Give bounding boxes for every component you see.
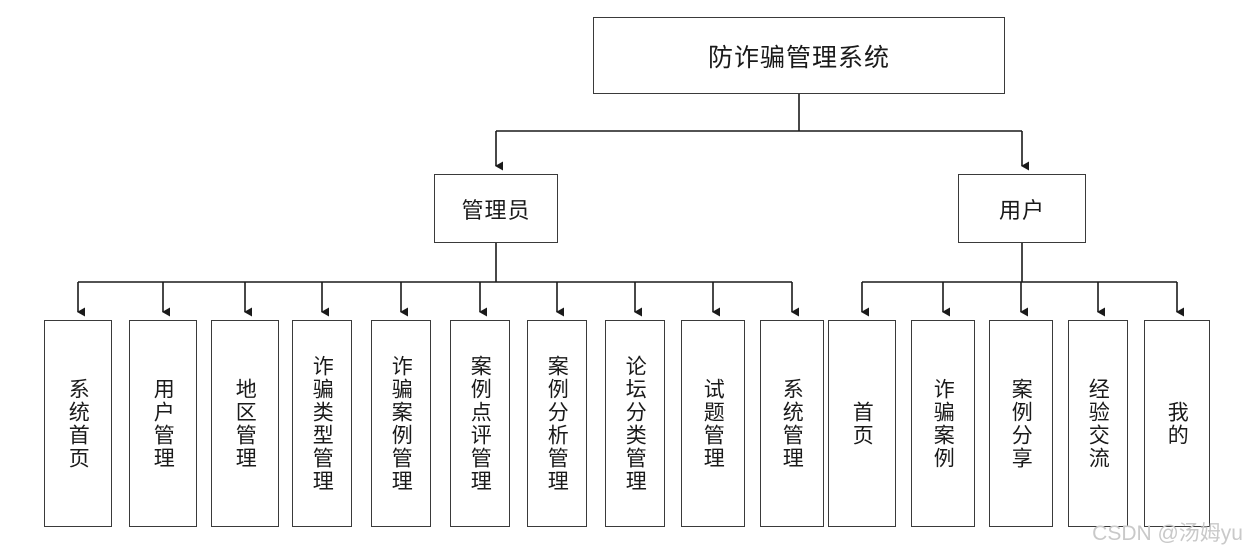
node-label: 论坛分类管理 xyxy=(623,354,648,493)
node-label: 我的 xyxy=(1165,400,1190,447)
node-user-leaf-case-sharing[interactable]: 案例分享 xyxy=(989,320,1053,527)
node-user-leaf-home[interactable]: 首页 xyxy=(828,320,896,527)
node-label: 诈骗类型管理 xyxy=(310,354,335,493)
node-label: 案例分析管理 xyxy=(545,354,570,493)
node-user-leaf-fraud-cases[interactable]: 诈骗案例 xyxy=(911,320,975,527)
node-admin-leaf-user-management[interactable]: 用户管理 xyxy=(129,320,197,527)
node-label: 案例点评管理 xyxy=(468,354,493,493)
node-admin-leaf-fraud-case-management[interactable]: 诈骗案例管理 xyxy=(371,320,431,527)
node-root[interactable]: 防诈骗管理系统 xyxy=(593,17,1005,94)
node-user-leaf-mine[interactable]: 我的 xyxy=(1144,320,1210,527)
node-admin-leaf-system-management[interactable]: 系统管理 xyxy=(760,320,824,527)
node-label: 经验交流 xyxy=(1086,377,1111,470)
node-user-leaf-experience-exchange[interactable]: 经验交流 xyxy=(1068,320,1128,527)
node-label: 诈骗案例 xyxy=(931,377,956,470)
node-user-label: 用户 xyxy=(998,197,1045,223)
node-admin-leaf-exam-question-management[interactable]: 试题管理 xyxy=(681,320,745,527)
node-label: 诈骗案例管理 xyxy=(389,354,414,493)
node-user[interactable]: 用户 xyxy=(958,174,1086,243)
node-label: 地区管理 xyxy=(233,377,258,470)
node-admin[interactable]: 管理员 xyxy=(434,174,558,243)
node-label: 用户管理 xyxy=(151,377,176,470)
watermark: CSDN @汤姆yu xyxy=(1092,522,1243,545)
node-admin-leaf-region-management[interactable]: 地区管理 xyxy=(211,320,279,527)
node-label: 案例分享 xyxy=(1009,377,1034,470)
node-root-label: 防诈骗管理系统 xyxy=(707,44,890,72)
node-label: 系统管理 xyxy=(780,377,805,470)
node-label: 首页 xyxy=(850,400,875,447)
node-label: 试题管理 xyxy=(701,377,726,470)
node-admin-leaf-case-analysis-management[interactable]: 案例分析管理 xyxy=(527,320,587,527)
node-admin-leaf-system-home[interactable]: 系统首页 xyxy=(44,320,112,527)
node-admin-leaf-forum-category-management[interactable]: 论坛分类管理 xyxy=(605,320,665,527)
node-admin-leaf-fraud-type-management[interactable]: 诈骗类型管理 xyxy=(292,320,352,527)
node-label: 系统首页 xyxy=(66,377,91,470)
node-admin-label: 管理员 xyxy=(461,197,531,223)
node-admin-leaf-case-review-management[interactable]: 案例点评管理 xyxy=(450,320,510,527)
